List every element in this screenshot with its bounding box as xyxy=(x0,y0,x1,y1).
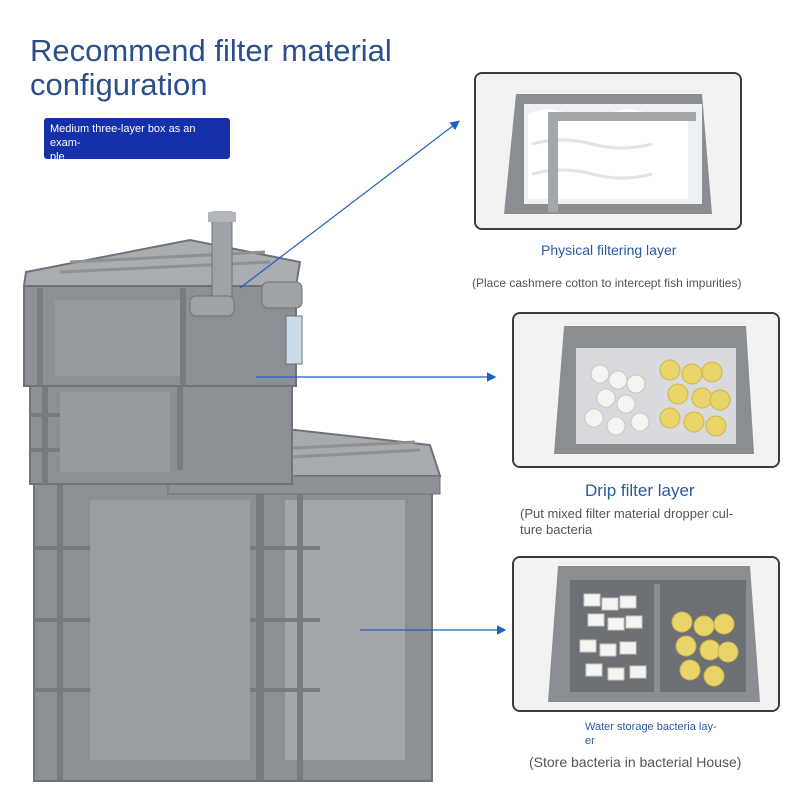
physical-layer-title: Physical filtering layer xyxy=(541,242,677,258)
physical-filter-box xyxy=(22,238,302,387)
badge-line-1: Medium three-layer box as an exam- xyxy=(50,123,196,149)
storage-title-line-1: Water storage bacteria lay- xyxy=(585,721,717,733)
title-line-2: configuration xyxy=(30,67,208,102)
drip-layer-title: Drip filter layer xyxy=(585,481,695,500)
arrow-to-physical-layer xyxy=(239,120,460,289)
physical-layer-photo xyxy=(474,72,742,230)
storage-title-line-2: er xyxy=(585,735,595,747)
example-badge: Medium three-layer box as an exam- ple xyxy=(44,118,230,163)
drip-layer-note: (Put mixed filter material dropper cul- … xyxy=(520,506,733,538)
drip-filter-box xyxy=(29,377,293,485)
drip-note-line-2: ture bacteria xyxy=(520,522,593,537)
drip-note-line-1: (Put mixed filter material dropper cul- xyxy=(520,506,734,521)
page-title: Recommend filter material configuration xyxy=(30,34,392,102)
inlet-pipe xyxy=(189,211,303,365)
storage-layer-title: Water storage bacteria lay- er xyxy=(585,720,717,748)
badge-line-2: ple xyxy=(50,151,65,163)
water-storage-box xyxy=(33,465,433,782)
physical-layer-note: (Place cashmere cotton to intercept fish… xyxy=(472,276,742,290)
title-line-1: Recommend filter material xyxy=(30,33,392,68)
storage-layer-note: (Store bacteria in bacterial House) xyxy=(529,754,742,770)
drip-layer-photo xyxy=(512,312,780,468)
storage-layer-photo xyxy=(512,556,780,712)
